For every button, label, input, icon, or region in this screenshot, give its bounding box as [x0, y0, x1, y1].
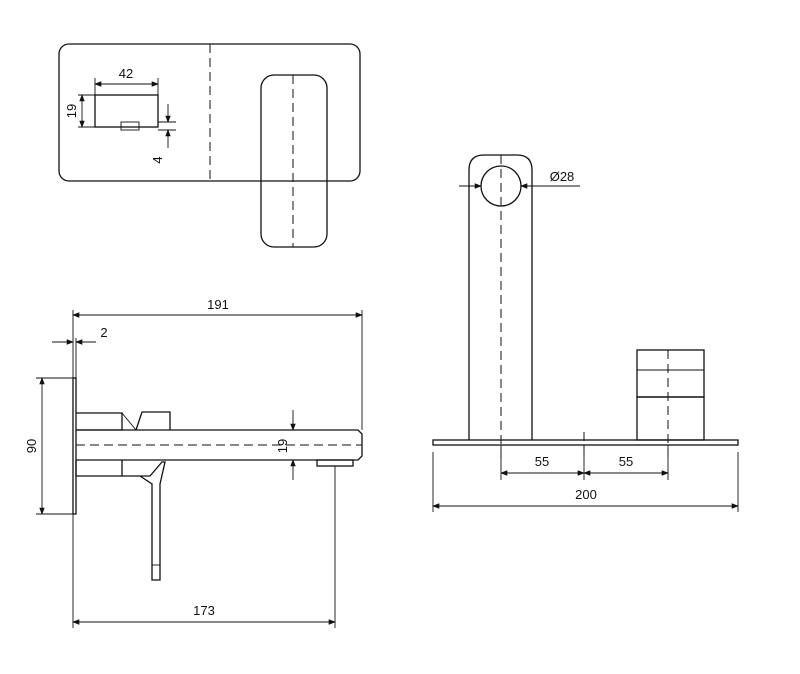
- front-view: Ø28 55 55 200: [432, 154, 739, 512]
- dim-label-42: 42: [119, 66, 133, 81]
- dim-label-200: 200: [575, 487, 597, 502]
- side-view-aerator: [316, 459, 354, 467]
- front-view-plate: [432, 439, 739, 446]
- side-view-lever: [122, 461, 166, 581]
- side-view-housing: [76, 412, 123, 431]
- top-view: 42 19 4: [58, 43, 361, 248]
- dim-label-55-left: 55: [535, 454, 549, 469]
- front-view-handle-body: [636, 396, 705, 441]
- top-view-cartridge-slot: [120, 121, 140, 131]
- side-view-plate: [72, 377, 77, 515]
- dim-label-191: 191: [207, 297, 229, 312]
- top-view-handle: [260, 74, 328, 248]
- dim-label-90: 90: [24, 439, 39, 453]
- dim-label-o28: Ø28: [550, 169, 575, 184]
- side-view: 191 2 90 19 173: [24, 297, 363, 628]
- dim-label-173: 173: [193, 603, 215, 618]
- top-view-cartridge: [94, 94, 159, 128]
- dim-label-55-right: 55: [619, 454, 633, 469]
- dim-label-4: 4: [150, 156, 165, 163]
- dim-label-19-spout: 19: [275, 439, 290, 453]
- dim-label-19-top: 19: [64, 104, 79, 118]
- dim-label-2: 2: [100, 325, 107, 340]
- front-view-handle-top: [636, 349, 705, 398]
